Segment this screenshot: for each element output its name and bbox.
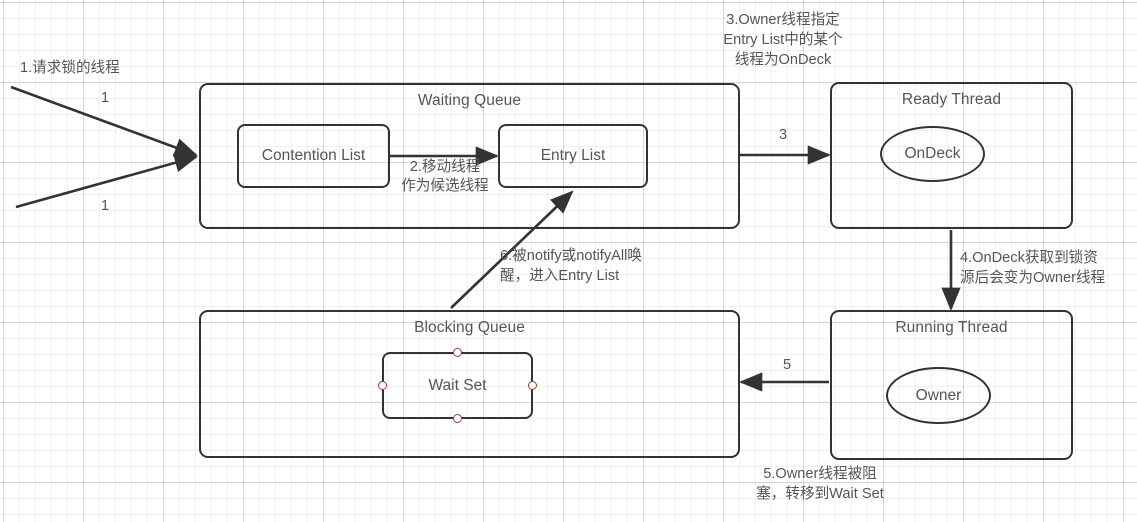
node-ondeck[interactable]: OnDeck xyxy=(880,126,985,182)
label-to-ready: 3 xyxy=(778,127,788,143)
wait-set-handle-bottom[interactable] xyxy=(453,414,462,423)
note-step-6: 6.被notify或notifyAll唤 醒，进入Entry List xyxy=(500,248,642,284)
note-step-3: 3.Owner线程指定 Entry List中的某个 线程为OnDeck xyxy=(723,12,843,68)
label-request-bottom: 1 xyxy=(100,198,110,214)
node-contention-list[interactable]: Contention List xyxy=(237,124,390,188)
node-wait-set[interactable]: Wait Set xyxy=(382,352,533,419)
note-step-5: 5.Owner线程被阻 塞，转移到Wait Set xyxy=(756,466,884,502)
owner-label: Owner xyxy=(915,386,962,404)
blocking-queue-title: Blocking Queue xyxy=(414,319,525,336)
contention-list-label: Contention List xyxy=(261,147,366,164)
wait-set-label: Wait Set xyxy=(428,376,487,394)
node-entry-list[interactable]: Entry List xyxy=(498,124,648,188)
note-step-2: 2.移动线程 作为候选线程 xyxy=(401,159,489,194)
wait-set-handle-top[interactable] xyxy=(453,348,462,357)
waiting-queue-title: Waiting Queue xyxy=(417,92,522,109)
label-to-waitset: 5 xyxy=(782,357,792,373)
running-thread-title: Running Thread xyxy=(895,319,1008,336)
note-step-1: 1.请求锁的线程 xyxy=(20,60,120,76)
label-request-top: 1 xyxy=(100,90,110,106)
wait-set-handle-left[interactable] xyxy=(378,381,387,390)
node-owner[interactable]: Owner xyxy=(886,367,991,424)
note-step-4: 4.OnDeck获取到锁资 源后会变为Owner线程 xyxy=(960,250,1106,286)
ondeck-label: OnDeck xyxy=(904,145,961,162)
entry-list-label: Entry List xyxy=(540,147,606,164)
ready-thread-title: Ready Thread xyxy=(901,91,1002,108)
wait-set-handle-right[interactable] xyxy=(528,381,537,390)
